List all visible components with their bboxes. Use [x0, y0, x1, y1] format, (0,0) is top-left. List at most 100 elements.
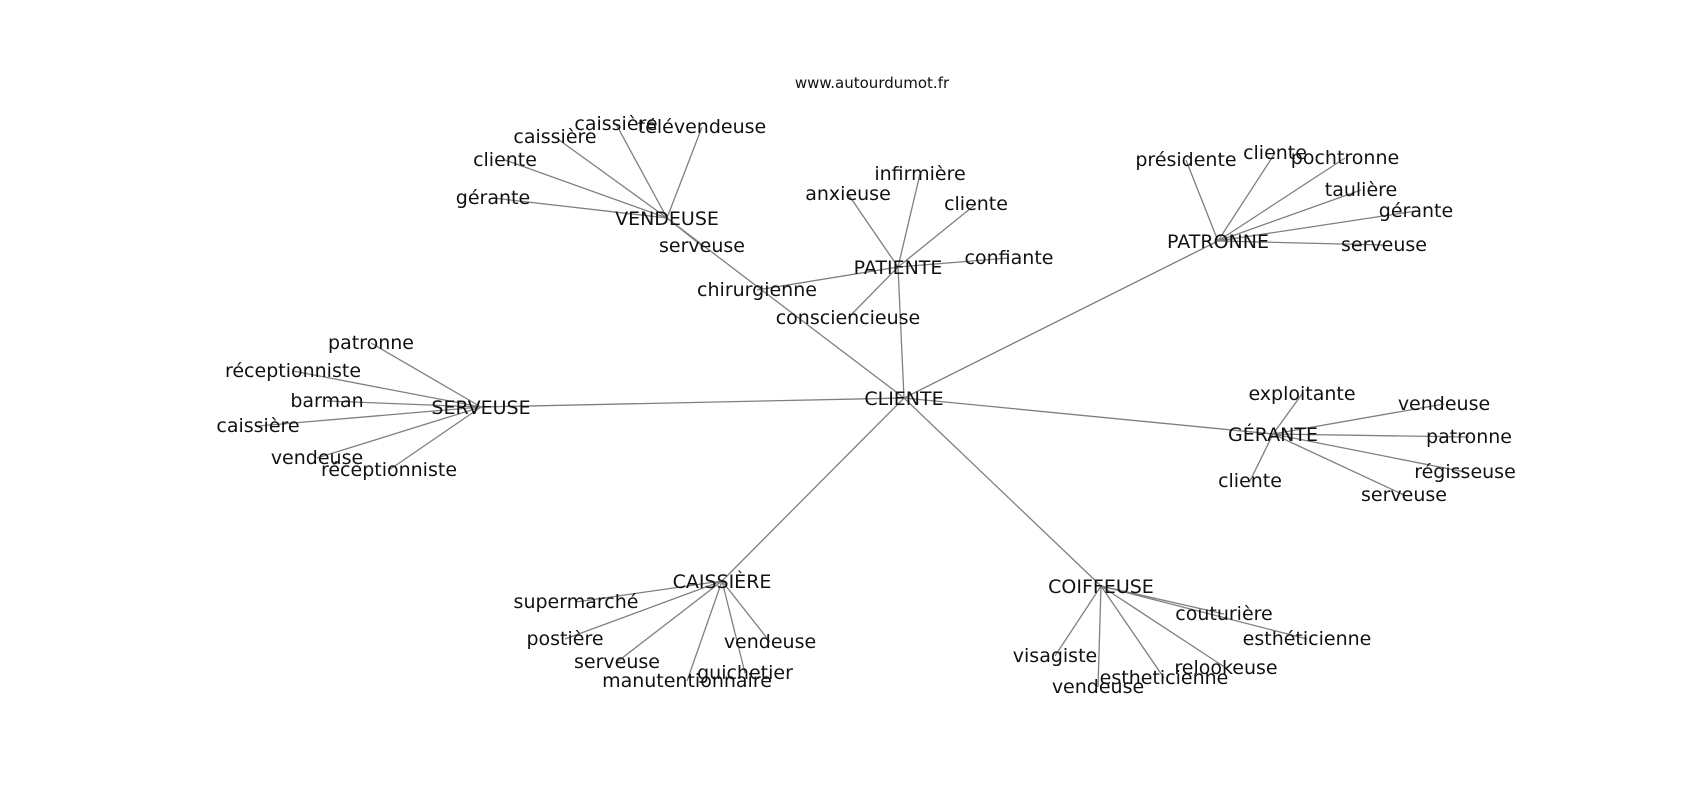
hub-node-label: COIFFEUSE: [1048, 576, 1154, 598]
term-node-label: présidente: [1135, 149, 1236, 171]
edge-hub-term: [686, 580, 723, 682]
edge-hub-term: [575, 580, 723, 603]
hub-node-label: PATRONNE: [1167, 231, 1269, 253]
term-node-label: infirmière: [874, 163, 965, 185]
term-node-label: cliente: [473, 149, 537, 171]
term-node-label: cliente: [1218, 470, 1282, 492]
edge-center-hub: [903, 397, 1102, 587]
term-node-label: caissière: [574, 113, 657, 135]
edge-hub-term: [897, 257, 1010, 268]
edge-hub-term: [492, 197, 668, 219]
edge-center-hub: [721, 397, 905, 582]
term-node-label: vendeuse: [1052, 676, 1144, 698]
source-caption: www.autourdumot.fr: [795, 74, 950, 92]
term-node-label: esthéticienne: [1243, 628, 1372, 650]
edge-hub-term: [292, 370, 482, 408]
edge-hub-term: [1272, 393, 1303, 435]
edge-center-hub: [666, 217, 905, 399]
term-node-label: anxieuse: [805, 183, 891, 205]
edge-hub-term: [504, 159, 668, 219]
hub-node-label: PATIENTE: [854, 257, 943, 279]
term-node-label: réceptionniste: [321, 459, 457, 481]
term-node-label: serveuse: [659, 235, 745, 257]
edge-hub-term: [897, 203, 977, 268]
edge-hub-term: [1100, 585, 1308, 640]
term-node-label: relookeuse: [1174, 657, 1277, 679]
edge-hub-term: [1217, 189, 1362, 242]
edge-hub-term: [1054, 585, 1102, 657]
term-node-label: serveuse: [1341, 234, 1427, 256]
hub-node-label: GÉRANTE: [1228, 423, 1318, 446]
term-node-label: visagiste: [1013, 645, 1097, 667]
edge-hub-term: [1100, 585, 1165, 679]
edge-hub-term: [721, 580, 746, 674]
term-node-label: patronne: [328, 332, 414, 354]
edge-hub-term: [564, 580, 723, 640]
term-node-label: gérante: [456, 187, 530, 209]
term-node-label: supermarché: [514, 591, 639, 613]
edge-hub-term: [1217, 152, 1276, 242]
term-node-label: vendeuse: [271, 447, 363, 469]
term-node-label: estheticienne: [1100, 667, 1229, 689]
term-node-label: réceptionniste: [225, 360, 361, 382]
edge-hub-term: [388, 406, 482, 471]
edge-hub-term: [616, 580, 723, 663]
edge-hub-term: [756, 266, 899, 291]
term-node-label: patronne: [1426, 426, 1512, 448]
edge-hub-term: [1272, 433, 1470, 438]
edge-hub-term: [316, 406, 482, 459]
term-node-label: guichetier: [697, 662, 793, 684]
edge-hub-term: [847, 193, 899, 268]
edge-hub-term: [897, 173, 921, 268]
hub-node-label: SERVEUSE: [431, 397, 530, 419]
edge-center-hub: [903, 397, 1274, 435]
term-node-label: manutentionnaire: [602, 670, 772, 692]
term-node-label: confiante: [965, 247, 1054, 269]
hub-node-label: VENDEUSE: [615, 208, 719, 230]
edge-center-hub: [903, 240, 1219, 399]
edge-center-hub: [897, 266, 905, 399]
edge-hub-term: [1249, 433, 1274, 482]
labels: CLIENTEVENDEUSEcaissièretélévendeusecais…: [216, 113, 1515, 698]
edge-hub-term: [1217, 157, 1346, 242]
term-node-label: gérante: [1379, 200, 1453, 222]
term-node-label: caissière: [216, 415, 299, 437]
term-node-label: postière: [526, 628, 603, 650]
term-node-label: vendeuse: [1398, 393, 1490, 415]
term-node-label: télévendeuse: [638, 116, 766, 138]
term-node-label: serveuse: [1361, 484, 1447, 506]
edge-hub-term: [1097, 585, 1102, 688]
term-node-label: taulière: [1325, 179, 1397, 201]
edge-hub-term: [666, 126, 703, 219]
term-node-label: chirurgienne: [697, 279, 817, 301]
center-node-label: CLIENTE: [864, 388, 943, 410]
term-node-label: pochtronne: [1291, 147, 1399, 169]
edge-hub-term: [257, 406, 482, 427]
edge-hub-term: [1272, 403, 1445, 435]
term-node-label: caissière: [513, 126, 596, 148]
edge-center-hub: [480, 397, 905, 408]
edge-hub-term: [554, 136, 668, 219]
edge-hub-term: [1100, 585, 1227, 669]
edge-hub-term: [1272, 433, 1466, 473]
edge-hub-term: [1185, 159, 1219, 242]
edge-hub-term: [1217, 210, 1417, 242]
edge-hub-term: [615, 123, 668, 219]
term-node-label: exploitante: [1248, 383, 1355, 405]
edge-hub-term: [326, 400, 482, 408]
term-node-label: cliente: [944, 193, 1008, 215]
edge-hub-term: [666, 217, 703, 247]
term-node-label: régisseuse: [1414, 461, 1516, 483]
term-node-label: cliente: [1243, 142, 1307, 164]
edges: [257, 123, 1470, 688]
edge-hub-term: [370, 342, 482, 408]
edge-hub-term: [721, 580, 771, 643]
hub-node-label: CAISSIÈRE: [673, 570, 772, 593]
edge-hub-term: [1272, 433, 1405, 496]
term-node-label: vendeuse: [724, 631, 816, 653]
term-node-label: serveuse: [574, 651, 660, 673]
edge-hub-term: [1217, 240, 1385, 246]
term-node-label: couturière: [1175, 603, 1272, 625]
term-node-label: consciencieuse: [776, 307, 921, 329]
